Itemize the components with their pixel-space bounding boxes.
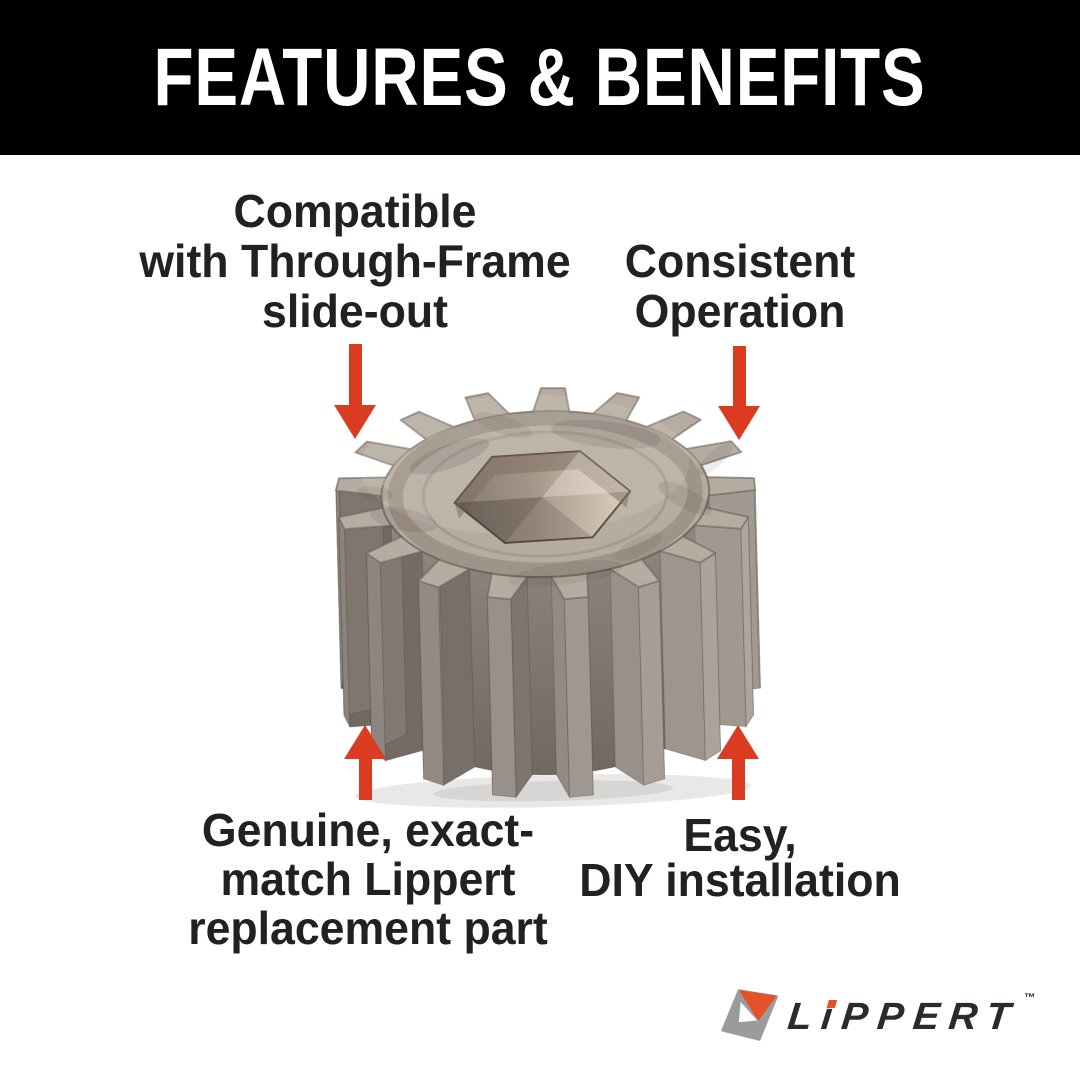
arrow-up-icon	[341, 725, 389, 800]
arrow-stem	[732, 346, 746, 406]
callout-genuine-part: Genuine, exact- match Lippert replacemen…	[126, 806, 611, 953]
callout-line: replacement part	[188, 902, 548, 954]
arrow-head	[334, 405, 376, 439]
header-banner: FEATURES & BENEFITS	[0, 0, 1080, 155]
arrow-head	[718, 406, 760, 440]
lippert-logo-mark-icon	[721, 989, 778, 1041]
callout-line: slide-out	[262, 285, 448, 337]
wordmark-l: L	[785, 996, 824, 1038]
wordmark-rest: PPERT	[839, 996, 1022, 1038]
arrow-up-icon	[714, 725, 762, 800]
callout-line: Easy,	[683, 809, 797, 861]
callout-line: Compatible	[233, 185, 477, 237]
product-photo-gear-icon	[334, 387, 761, 808]
arrow-down-icon	[331, 344, 379, 439]
callout-line: with Through-Frame	[139, 235, 571, 287]
trademark-symbol: ™	[1022, 992, 1036, 1004]
arrow-stem	[731, 759, 745, 800]
arrow-stem	[358, 759, 372, 800]
callout-diy-installation: Easy, DIY installation	[561, 809, 920, 906]
page-title: FEATURES & BENEFITS	[153, 31, 927, 123]
callout-line: Consistent	[624, 235, 856, 287]
callout-consistent-operation: Consistent Operation	[565, 236, 914, 336]
arrow-head	[717, 725, 759, 759]
arrow-stem	[348, 344, 362, 405]
callout-line: DIY installation	[579, 854, 901, 906]
callout-line: Genuine, exact-	[201, 804, 535, 856]
callout-through-frame: Compatible with Through-Frame slide-out	[93, 186, 617, 336]
arrow-down-icon	[715, 346, 763, 440]
callout-line: Operation	[634, 285, 846, 337]
callout-line: match Lippert	[220, 853, 516, 905]
arrow-head	[344, 725, 386, 759]
